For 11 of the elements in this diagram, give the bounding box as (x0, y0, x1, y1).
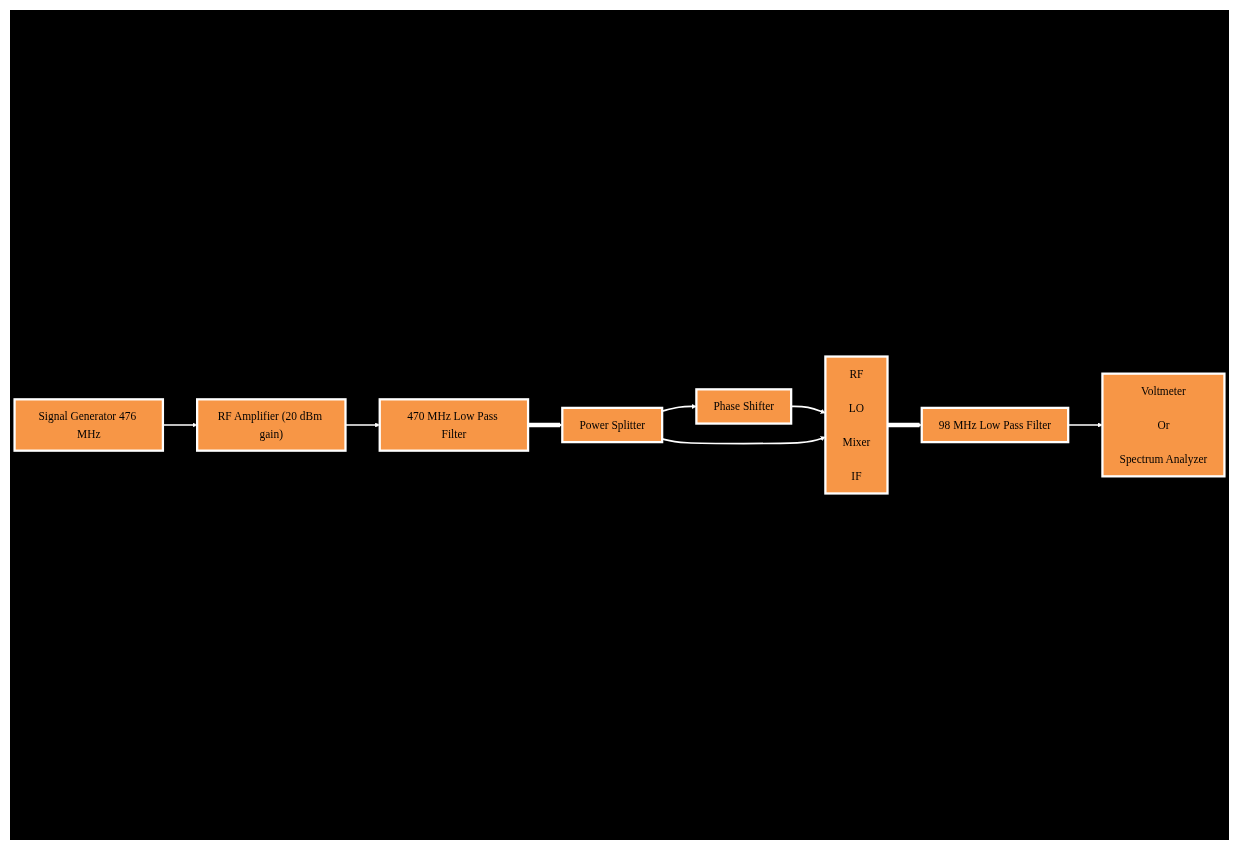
node-box: Signal Generator 476 MHz (13, 398, 165, 452)
node-box: RF Amplifier (20 dBm gain) (196, 398, 347, 452)
arrow (162, 422, 198, 428)
node-box: RF LO Mixer IF (824, 355, 889, 495)
node-box: 98 MHz Low Pass Filter (920, 406, 1070, 444)
node-box: 470 MHz Low Pass Filter (378, 398, 530, 452)
node-box: Power Splitter (561, 406, 664, 444)
node-box: Voltmeter Or Spectrum Analyzer (1101, 372, 1226, 478)
arrow (528, 422, 563, 428)
arrow (887, 422, 922, 428)
node-box: Phase Shifter (695, 388, 793, 425)
